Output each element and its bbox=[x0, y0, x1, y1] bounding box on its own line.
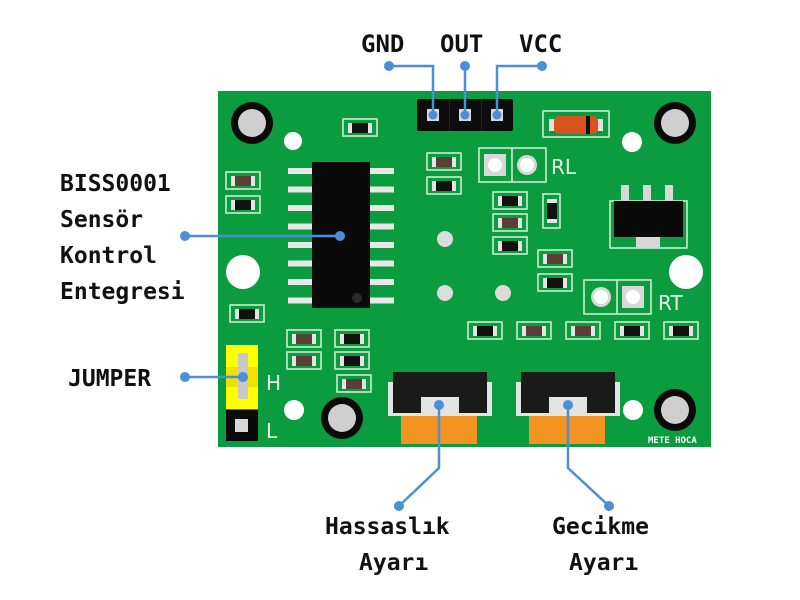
mounting-hole-top-left bbox=[231, 102, 273, 144]
callout-dot bbox=[428, 110, 438, 120]
ic-pin bbox=[370, 186, 394, 193]
smd-component bbox=[467, 321, 503, 340]
credit-text: METE HOCA bbox=[648, 436, 697, 446]
ic-pin bbox=[288, 260, 312, 267]
large-hole bbox=[669, 255, 703, 289]
callout-dot bbox=[394, 501, 404, 511]
smd-component bbox=[229, 304, 265, 323]
sensitivity-label-line-1: Hassaslık bbox=[325, 514, 450, 540]
large-hole bbox=[226, 255, 260, 289]
ic-pin bbox=[288, 186, 312, 193]
ic-pin bbox=[288, 223, 312, 230]
via-hole bbox=[284, 132, 302, 150]
rt-pad-pair bbox=[583, 279, 652, 315]
sensitivity-callout-line bbox=[398, 405, 441, 507]
ic-pin bbox=[370, 260, 394, 267]
smd-component bbox=[492, 213, 528, 232]
callout-dot bbox=[238, 372, 248, 382]
sensitivity-label-line-2: Ayarı bbox=[359, 550, 429, 576]
ic-label-line-2: Sensör bbox=[60, 207, 144, 233]
callout-dot bbox=[537, 61, 547, 71]
smd-component bbox=[286, 329, 322, 348]
jumper-l-silk-label: L bbox=[266, 419, 278, 443]
smd-component bbox=[426, 176, 462, 195]
callout-dot bbox=[604, 501, 614, 511]
ic-pin bbox=[370, 168, 394, 174]
callout-dot bbox=[563, 400, 573, 410]
smd-component bbox=[663, 321, 699, 340]
smd-component bbox=[565, 321, 601, 340]
ic-pin bbox=[370, 205, 394, 211]
smd-component bbox=[426, 152, 462, 171]
test-pad bbox=[495, 285, 511, 301]
via-hole bbox=[622, 132, 642, 152]
smd-component bbox=[225, 171, 261, 190]
delay-label-line-2: Ayarı bbox=[569, 550, 639, 576]
smd-component bbox=[516, 321, 552, 340]
smd-component bbox=[537, 249, 573, 268]
ic-pin bbox=[370, 242, 394, 248]
diode bbox=[542, 110, 610, 138]
rt-silk-label: RT bbox=[658, 291, 683, 315]
ic-pin bbox=[370, 297, 394, 304]
callout-dot bbox=[384, 61, 394, 71]
test-pad bbox=[437, 285, 453, 301]
rl-pad-pair bbox=[478, 147, 547, 183]
jumper-block bbox=[226, 345, 258, 441]
callout-lines bbox=[185, 64, 610, 507]
via-hole bbox=[623, 400, 643, 420]
smd-component bbox=[542, 193, 561, 229]
smd-component bbox=[342, 118, 378, 137]
ic-pin bbox=[370, 279, 394, 285]
rl-silk-label: RL bbox=[551, 155, 577, 179]
jumper-label: JUMPER bbox=[68, 366, 152, 392]
via-hole bbox=[284, 400, 304, 420]
smd-component bbox=[286, 351, 322, 370]
ic-label-line-4: Entegresi bbox=[60, 279, 185, 305]
smd-component bbox=[225, 195, 261, 214]
callout-dot bbox=[335, 231, 345, 241]
ic-label-line-3: Kontrol bbox=[60, 243, 157, 269]
callout-dot bbox=[492, 110, 502, 120]
smd-component bbox=[334, 329, 370, 348]
smd-component bbox=[537, 273, 573, 292]
vcc-callout-line bbox=[495, 64, 542, 115]
gnd-pin-label: GND bbox=[361, 30, 405, 58]
mounting-hole-bottom-left bbox=[321, 397, 363, 439]
mounting-hole-bottom-right bbox=[654, 389, 696, 431]
callout-dot bbox=[180, 372, 190, 382]
delay-callout-line bbox=[566, 405, 610, 507]
test-pad bbox=[437, 231, 453, 247]
ic-pin bbox=[288, 168, 312, 174]
ic-label-line-1: BISS0001 bbox=[60, 171, 171, 197]
ic-pin bbox=[288, 242, 312, 248]
vcc-pin-label: VCC bbox=[519, 30, 563, 58]
smd-component bbox=[492, 191, 528, 210]
jumper-h-silk-label: H bbox=[266, 371, 281, 395]
callout-dot bbox=[434, 400, 444, 410]
callout-dots bbox=[180, 61, 614, 511]
smd-component bbox=[336, 374, 372, 393]
mounting-hole-top-right bbox=[654, 102, 696, 144]
callout-dot bbox=[460, 61, 470, 71]
out-pin-label: OUT bbox=[440, 30, 484, 58]
gnd-callout-line bbox=[389, 64, 435, 115]
ic-pin bbox=[288, 279, 312, 285]
ic-pin bbox=[370, 223, 394, 230]
callout-dot bbox=[460, 110, 470, 120]
ic-pin bbox=[288, 297, 312, 304]
smd-component bbox=[614, 321, 650, 340]
smd-component bbox=[334, 351, 370, 370]
voltage-regulator bbox=[609, 185, 688, 249]
ic-pin bbox=[288, 205, 312, 211]
callout-dot bbox=[180, 231, 190, 241]
delay-label-line-1: Gecikme bbox=[552, 514, 649, 540]
smd-component bbox=[492, 236, 528, 255]
